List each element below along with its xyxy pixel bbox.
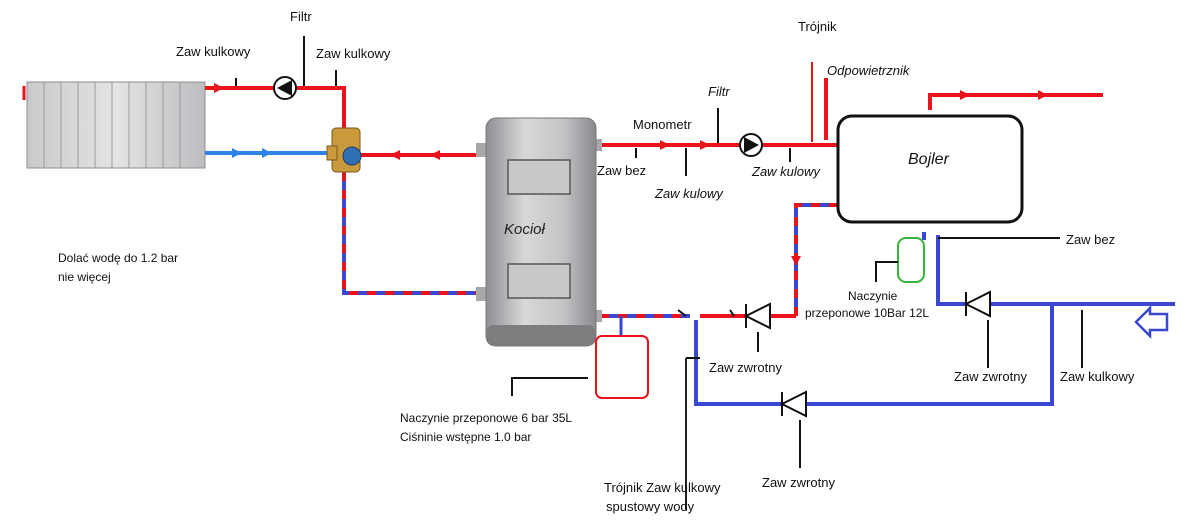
label-filtr-right: Filtr: [708, 84, 730, 99]
label-zaw-zwrotny-3: Zaw zwrotny: [762, 475, 835, 490]
mixing-valve-icon: [326, 127, 362, 173]
label-zaw-kulowy-2: Zaw kulowy: [751, 164, 821, 179]
label-trojnik-bottom-1: Trójnik Zaw kulkowy: [604, 480, 721, 495]
check-valve-icon: [743, 302, 771, 330]
label-zaw-kulkowy-right: Zaw kulkowy: [1060, 369, 1135, 384]
label-trojnik: Trójnik: [798, 19, 837, 34]
mixed-return-pipe: [342, 172, 484, 295]
check-valve-icon: [779, 390, 807, 418]
expansion-vessel-green: [897, 237, 925, 283]
label-note-line2: nie więcej: [58, 270, 111, 284]
label-zaw-kulowy-1: Zaw kulowy: [654, 186, 724, 201]
label-odpowietrznik: Odpowietrznik: [827, 63, 911, 78]
label-trojnik-bottom-2: spustowy wody: [606, 499, 695, 514]
label-naczynie-small-1: Naczynie: [848, 289, 898, 303]
label-zaw-bez-right: Zaw bez: [1066, 232, 1115, 247]
cold-water-pipes: [685, 232, 1175, 510]
label-zaw-kulkowy-left: Zaw kulkowy: [176, 44, 251, 59]
cold-inlet-arrow: [1134, 304, 1169, 340]
label-bojler: Bojler: [908, 151, 950, 168]
leader-lines: [235, 36, 1083, 468]
radiator: [22, 81, 206, 169]
label-monometr: Monometr: [633, 117, 692, 132]
boiler-return-line: [600, 203, 838, 318]
label-zaw-zwrotny-2: Zaw zwrotny: [954, 369, 1027, 384]
return-flow-arrows: [232, 148, 272, 158]
return-down-arrow: [791, 256, 801, 266]
label-zaw-bez-top: Zaw bez: [597, 163, 646, 178]
label-zaw-kulkowy-mid: Zaw kulkowy: [316, 46, 391, 61]
pump-icon: [273, 76, 297, 100]
expansion-vessel-red: [595, 335, 649, 399]
boiler-unit: [476, 117, 602, 347]
label-kociol: Kocioł: [504, 221, 546, 238]
label-naczynie-big-1: Naczynie przeponowe 6 bar 35L: [400, 411, 572, 425]
pump-icon: [739, 133, 763, 157]
label-naczynie-small-2: przeponowe 10Bar 12L: [805, 306, 929, 320]
check-valve-icon: [963, 290, 991, 318]
label-filtr-top: Filtr: [290, 9, 312, 24]
hot-flow-arrows: [214, 83, 1048, 160]
label-note-line1: Dolać wodę do 1.2 bar: [58, 251, 178, 265]
label-zaw-zwrotny-1: Zaw zwrotny: [709, 360, 782, 375]
water-heater-tank: [836, 114, 1024, 224]
label-naczynie-big-2: Ciśninie wstępne 1.0 bar: [400, 430, 531, 444]
